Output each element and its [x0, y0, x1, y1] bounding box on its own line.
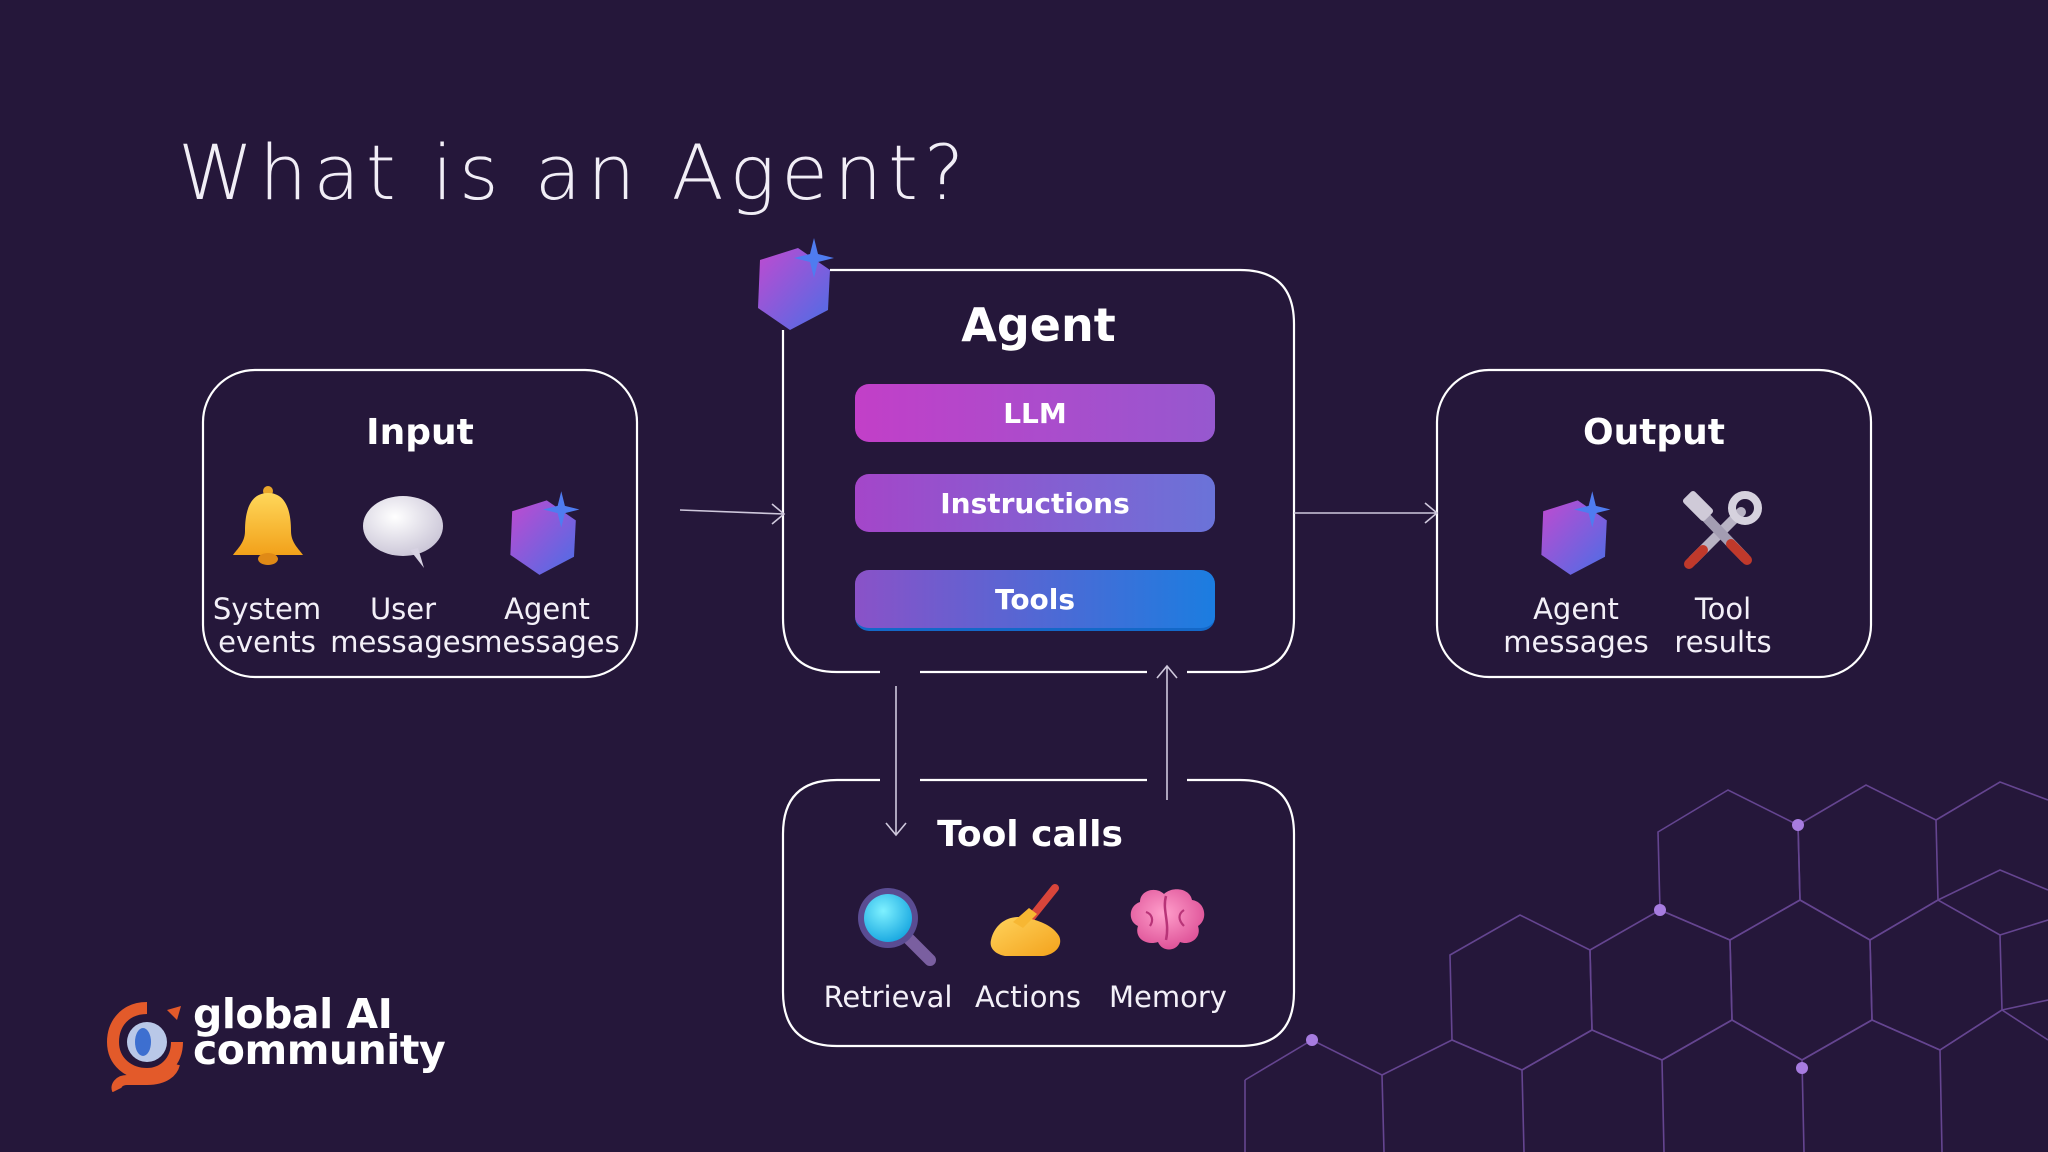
label-line: events	[218, 625, 316, 659]
input-title: Input	[366, 412, 474, 453]
tool-call-memory: Memory	[1109, 980, 1227, 1014]
brain-icon	[1130, 889, 1205, 950]
agent-hexagon-icon	[758, 238, 834, 330]
label-line: messages	[1503, 625, 1649, 659]
label-line: messages	[474, 625, 620, 659]
magnifier-icon	[858, 888, 936, 966]
agent-hexagon-icon	[510, 491, 580, 575]
tool-calls-box	[781, 778, 1296, 1048]
label-line: User	[369, 592, 437, 626]
label-line: messages	[330, 625, 476, 659]
input-box	[201, 368, 639, 679]
agent-component-instructions: Instructions	[855, 474, 1215, 532]
agent-component-tools: Tools	[855, 570, 1215, 631]
logo-line-1: global AI	[193, 990, 393, 1038]
input-item-system-events: System events	[187, 593, 347, 659]
output-title: Output	[1582, 412, 1726, 453]
writing-hand-icon	[990, 884, 1061, 956]
slide-title: What is an Agent?	[178, 128, 971, 217]
agent-to-toolcalls-arrow	[885, 686, 907, 837]
label-line: Agent	[1533, 592, 1619, 626]
input-to-agent-arrow	[679, 503, 786, 525]
agent-box	[781, 268, 1296, 674]
agent-title: Agent	[961, 298, 1116, 352]
output-box	[1435, 368, 1873, 679]
label-line: System	[212, 592, 322, 626]
agent-to-output-arrow	[1294, 502, 1439, 524]
toolcalls-to-agent-arrow	[1156, 664, 1178, 800]
input-item-agent-messages: Agent messages	[467, 593, 627, 659]
output-item-agent-messages: Agent messages	[1496, 593, 1656, 659]
output-item-tool-results: Tool results	[1643, 593, 1803, 659]
logo-wordmark: global AI community	[193, 990, 446, 1074]
tool-call-actions: Actions	[975, 980, 1081, 1014]
tool-call-retrieval: Retrieval	[823, 980, 953, 1014]
label-line: results	[1674, 625, 1772, 659]
label-line: Tool	[1694, 592, 1752, 626]
hammer-wrench-icon	[1682, 490, 1762, 569]
global-ai-community-logo-icon	[107, 1002, 183, 1092]
label-line: Agent	[504, 592, 590, 626]
agent-component-llm: LLM	[855, 384, 1215, 442]
bell-icon	[233, 486, 303, 565]
input-item-user-messages: User messages	[323, 593, 483, 659]
tool-calls-title: Tool calls	[937, 814, 1123, 855]
logo-line-2: community	[193, 1026, 446, 1074]
agent-hexagon-icon	[1541, 491, 1611, 575]
speech-bubble-icon	[363, 496, 443, 568]
